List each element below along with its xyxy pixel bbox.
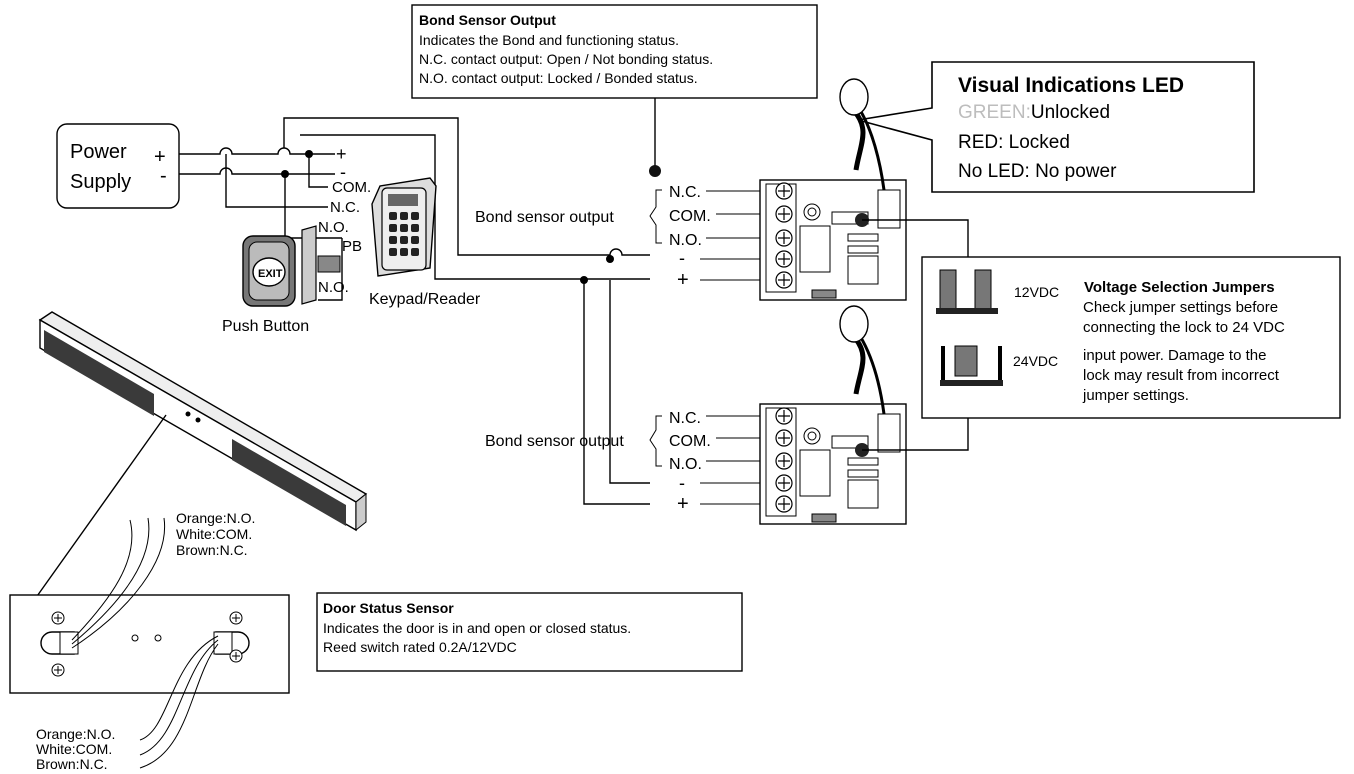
door-sensor-detail — [9, 517, 290, 769]
wire-color-bottom: Brown:N.C. — [36, 756, 108, 772]
board1-terminal-no: N.O. — [669, 232, 702, 249]
board2-terminal-no: N.O. — [669, 456, 702, 473]
keypad-reader: Keypad/Reader — [369, 177, 481, 308]
led-red-label: RED: Locked — [958, 132, 1070, 153]
door-sensor-title: Door Status Sensor — [323, 600, 454, 616]
control-board-1 — [759, 78, 907, 301]
door-sensor-line: Reed switch rated 0.2A/12VDC — [323, 639, 517, 655]
terminal-plus-label: + — [336, 144, 347, 164]
terminal-minus-label: - — [340, 162, 346, 182]
wire-color-top: Brown:N.C. — [176, 542, 248, 558]
led-callout: Visual Indications LED GREEN:Unlocked RE… — [857, 61, 1255, 193]
board1-terminal-plus: + — [677, 269, 689, 291]
door-sensor-line: Indicates the door is in and open or clo… — [323, 620, 631, 636]
power-plus-sign: + — [154, 146, 166, 168]
board2-terminal-plus: + — [677, 493, 689, 515]
svg-text:GREEN:Unlocked: GREEN:Unlocked — [958, 102, 1110, 123]
power-wiring: + - COM. N.C. N.O. PB N.O. — [179, 117, 650, 301]
jumper-callout-line: jumper settings. — [1082, 387, 1189, 404]
jumper-24vdc-label: 24VDC — [1013, 353, 1058, 369]
exit-button-face: EXIT — [258, 268, 283, 280]
jumper-callout-title: Voltage Selection Jumpers — [1084, 279, 1275, 296]
bond-callout-line: N.C. contact output: Open / Not bonding … — [419, 51, 713, 67]
wire-color-bottom: White:COM. — [36, 741, 112, 757]
terminal-pb-label: PB — [342, 238, 362, 255]
led-green-prefix: GREEN: — [958, 102, 1031, 123]
wire-color-top: Orange:N.O. — [176, 510, 255, 526]
jumper-12vdc-label: 12VDC — [1014, 284, 1059, 300]
keypad-label: Keypad/Reader — [369, 291, 481, 308]
bond-sensor-dot — [649, 165, 661, 177]
led-none-label: No LED: No power — [958, 161, 1117, 182]
board1-terminal-minus: - — [679, 248, 685, 268]
led-green-value: Unlocked — [1031, 102, 1110, 123]
terminal-nc-label: N.C. — [330, 199, 360, 216]
jumper-callout-line: connecting the lock to 24 VDC — [1083, 319, 1285, 336]
door-status-callout: Door Status Sensor Indicates the door is… — [316, 592, 743, 672]
wire-color-top: White:COM. — [176, 526, 252, 542]
terminal-no-label: N.O. — [318, 279, 349, 296]
bond-callout-line: N.O. contact output: Locked / Bonded sta… — [419, 70, 698, 86]
power-minus-sign: - — [160, 165, 167, 187]
jumper-callout-line: Check jumper settings before — [1083, 299, 1278, 316]
bond-sensor-callout: Bond Sensor Output Indicates the Bond an… — [411, 4, 818, 177]
control-board-2 — [759, 305, 907, 525]
board1-terminal-com: COM. — [669, 208, 711, 225]
power-supply: Power Supply + - — [56, 123, 180, 209]
bond-sensor-output-label: Bond sensor output — [485, 433, 624, 450]
jumper-callout-line: lock may result from incorrect — [1083, 367, 1280, 384]
power-supply-line2: Supply — [70, 171, 131, 193]
bond-callout-title: Bond Sensor Output — [419, 12, 556, 28]
board1-terminal-nc: N.C. — [669, 184, 701, 201]
power-supply-line1: Power — [70, 141, 127, 163]
board2-terminal-com: COM. — [669, 433, 711, 450]
jumper-callout-line: input power. Damage to the — [1083, 347, 1266, 364]
wire-color-bottom: Orange:N.O. — [36, 726, 115, 742]
maglock-bar — [38, 311, 368, 532]
board2-terminal-minus: - — [679, 473, 685, 493]
terminal-no-label: N.O. — [318, 219, 349, 236]
terminal-com-label: COM. — [332, 179, 371, 196]
push-button: EXIT Push Button — [222, 225, 341, 335]
board2-terminal-nc: N.C. — [669, 410, 701, 427]
led-callout-title: Visual Indications LED — [958, 74, 1184, 97]
bond-callout-line: Indicates the Bond and functioning statu… — [419, 32, 679, 48]
voltage-jumper-callout: 12VDC 24VDC Voltage Selection Jumpers Ch… — [921, 256, 1341, 419]
push-button-label: Push Button — [222, 318, 309, 335]
bond-sensor-output-label: Bond sensor output — [475, 209, 614, 226]
